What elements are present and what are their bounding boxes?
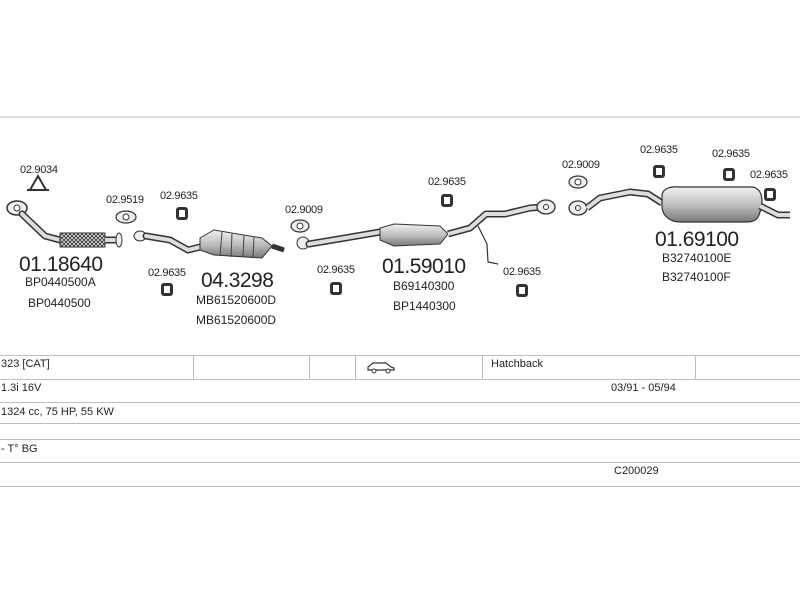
vehicle-note: - T° BG <box>1 443 38 455</box>
table-divider <box>0 462 800 463</box>
rubber-hanger-icon[interactable] <box>516 284 528 297</box>
part-code: MB61520600D <box>196 293 276 307</box>
rubber-hanger-icon[interactable] <box>176 207 188 220</box>
table-divider <box>0 423 800 424</box>
part-code: BP1440300 <box>393 299 456 313</box>
accessory-number: 02.9009 <box>562 159 600 171</box>
accessory-number: 02.9635 <box>712 148 750 160</box>
bracket-icon[interactable] <box>27 173 49 191</box>
rubber-hanger-icon[interactable] <box>161 283 173 296</box>
accessory-number: 02.9635 <box>750 169 788 181</box>
part-number: 01.18640 <box>19 253 103 276</box>
table-divider <box>0 379 800 380</box>
rear-silencer-part[interactable] <box>568 186 790 223</box>
table-divider <box>0 439 800 440</box>
rubber-hanger-icon[interactable] <box>764 188 776 201</box>
body-type: Hatchback <box>491 358 543 370</box>
rubber-hanger-icon[interactable] <box>723 168 735 181</box>
accessory-number: 02.9635 <box>428 176 466 188</box>
rubber-hanger-icon[interactable] <box>330 282 342 295</box>
accessory-number: 02.9635 <box>317 264 355 276</box>
vehicle-code: C200029 <box>614 465 659 477</box>
part-number: 01.59010 <box>382 255 466 278</box>
engine-specs: 1324 cc, 75 HP, 55 KW <box>1 406 114 418</box>
part-code: B32740100E <box>662 251 731 265</box>
accessory-number: 02.9635 <box>148 267 186 279</box>
production-years: 03/91 - 05/94 <box>611 382 676 394</box>
car-icon <box>366 360 396 378</box>
part-code: B32740100F <box>662 270 731 284</box>
exhaust-system-diagram: 02.9034 02.9519 02.9635 02.9635 02.9009 … <box>0 116 800 327</box>
table-divider <box>0 355 800 356</box>
gasket-icon[interactable] <box>115 210 137 224</box>
accessory-number: 02.9519 <box>106 194 144 206</box>
engine-type: 1.3i 16V <box>1 382 42 394</box>
gasket-icon[interactable] <box>568 175 588 189</box>
part-code: B69140300 <box>393 279 455 293</box>
middle-silencer-part[interactable] <box>296 199 556 265</box>
rubber-hanger-icon[interactable] <box>441 194 453 207</box>
accessory-number: 02.9635 <box>160 190 198 202</box>
rubber-hanger-icon[interactable] <box>653 165 665 178</box>
gasket-icon[interactable] <box>290 219 310 233</box>
accessory-number: 02.9635 <box>503 266 541 278</box>
vehicle-model: 323 [CAT] <box>1 358 50 370</box>
accessory-number: 02.9034 <box>20 164 58 176</box>
table-divider <box>0 486 800 487</box>
part-code: BP0440500 <box>28 296 91 310</box>
part-code: BP0440500A <box>25 275 96 289</box>
part-number: 04.3298 <box>201 269 273 292</box>
part-code: MB61520600D <box>196 313 276 327</box>
catalytic-converter-part[interactable] <box>133 229 285 259</box>
accessory-number: 02.9635 <box>640 144 678 156</box>
part-number: 01.69100 <box>655 228 739 251</box>
accessory-number: 02.9009 <box>285 204 323 216</box>
table-divider <box>0 402 800 403</box>
front-pipe-part[interactable] <box>6 200 123 248</box>
